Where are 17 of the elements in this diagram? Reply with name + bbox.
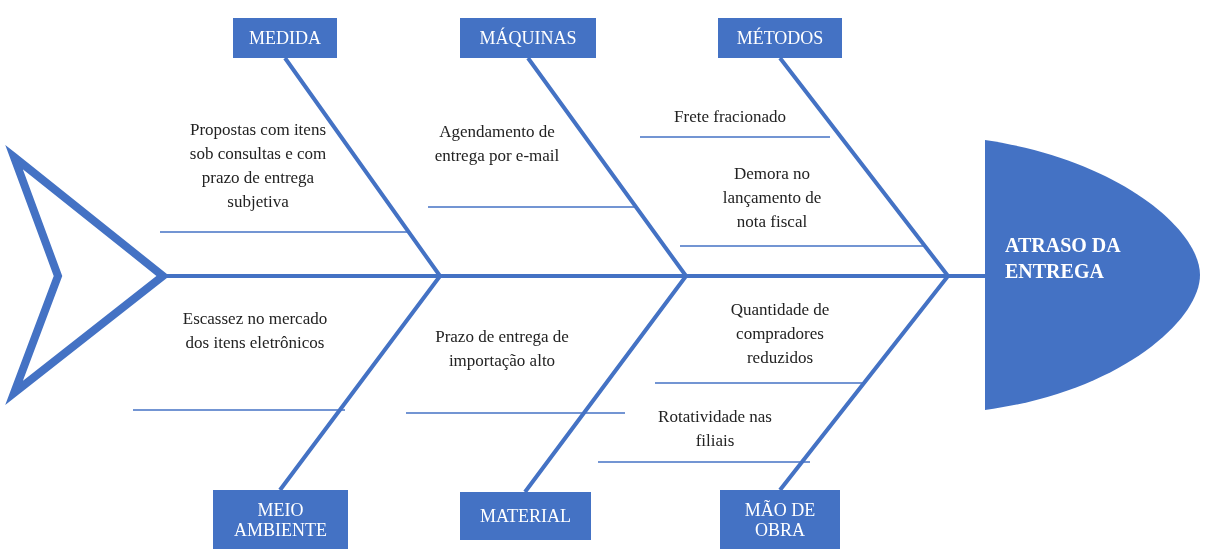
fish-head [985, 140, 1200, 410]
cause-text: Prazo de entrega de importação alto [434, 326, 570, 372]
fish-tail [5, 144, 170, 405]
cause-text: Agendamento de entrega por e-mail [433, 121, 561, 167]
cause-text: Quantidade de compradores reduzidos [729, 299, 831, 369]
category-box: MÁQUINAS [460, 18, 596, 58]
cause-text: Escassez no mercado dos itens eletrônicos [181, 308, 329, 354]
category-box: MATERIAL [460, 492, 591, 540]
cause-text: Rotatividade nas filiais [657, 406, 773, 452]
effect-text: ATRASO DA ENTREGA [1005, 233, 1122, 284]
cause-text: Propostas com itens sob consultas e com prazo de entrega subjetiva [188, 119, 328, 213]
category-box: MÃO DE OBRA [720, 490, 840, 549]
category-box: MEIO AMBIENTE [213, 490, 348, 549]
cause-text: Demora no lançamento de nota fiscal [721, 163, 823, 233]
category-box: MEDIDA [233, 18, 337, 58]
category-box: MÉTODOS [718, 18, 842, 58]
cause-text: Frete fracionado [673, 106, 787, 128]
